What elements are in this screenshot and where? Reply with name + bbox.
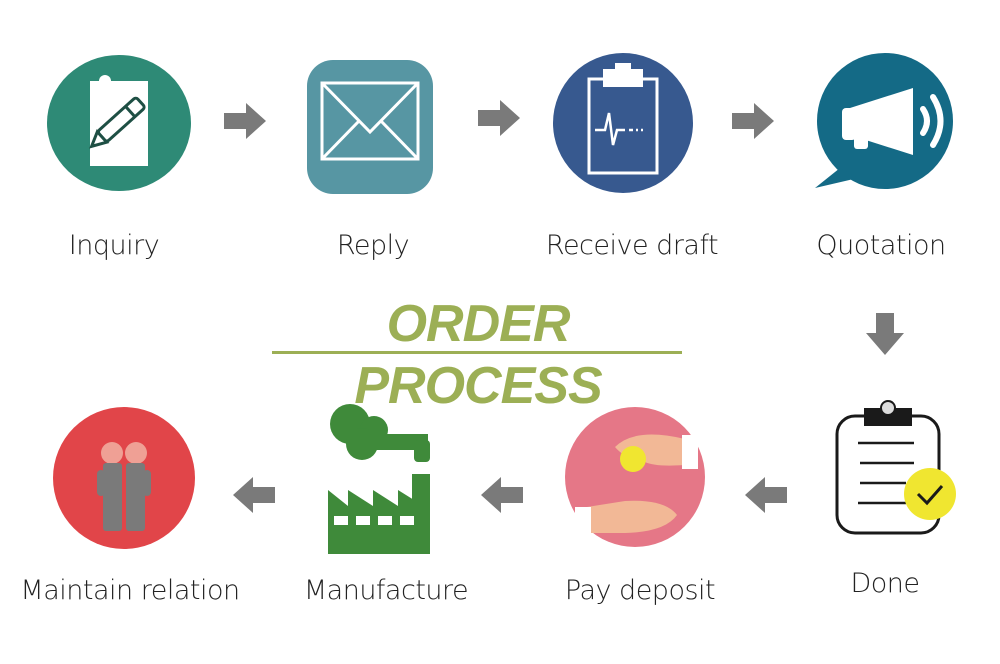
step-label-manufacture: Manufacture bbox=[303, 575, 469, 606]
step-quotation bbox=[810, 53, 955, 193]
arrow-right-icon bbox=[732, 103, 774, 139]
step-receive-draft bbox=[553, 53, 693, 193]
two-people-icon bbox=[53, 407, 195, 549]
step-inquiry bbox=[47, 53, 192, 191]
clipboard-checkmark-icon bbox=[835, 400, 956, 535]
step-label-reply: Reply bbox=[336, 230, 410, 261]
title-underline bbox=[272, 351, 682, 354]
arrow-left-icon bbox=[481, 477, 523, 513]
step-label-maintain-relation: Maintain relation bbox=[20, 575, 240, 606]
clipboard-heartbeat-icon bbox=[553, 53, 693, 193]
step-manufacture bbox=[328, 402, 448, 554]
step-pay-deposit bbox=[565, 407, 705, 547]
diagram-title: ORDER PROCESS bbox=[354, 295, 602, 415]
step-maintain-relation bbox=[53, 405, 195, 551]
step-done bbox=[834, 398, 960, 536]
step-label-quotation: Quotation bbox=[816, 230, 946, 261]
arrow-right-icon bbox=[478, 100, 520, 136]
arrow-right-icon bbox=[224, 103, 266, 139]
clipboard-pencil-icon bbox=[47, 55, 191, 191]
factory-icon bbox=[328, 404, 430, 554]
step-label-done: Done bbox=[850, 568, 920, 599]
hands-coin-icon bbox=[565, 407, 705, 547]
arrow-down-icon bbox=[866, 313, 904, 355]
envelope-icon bbox=[307, 60, 433, 194]
step-label-inquiry: Inquiry bbox=[68, 230, 160, 261]
step-label-receive-draft: Receive draft bbox=[545, 230, 719, 261]
step-reply bbox=[307, 60, 433, 194]
step-label-pay-deposit: Pay deposit bbox=[564, 575, 716, 606]
megaphone-speech-bubble-icon bbox=[815, 53, 953, 189]
arrow-left-icon bbox=[233, 477, 275, 513]
arrow-left-icon bbox=[745, 477, 787, 513]
